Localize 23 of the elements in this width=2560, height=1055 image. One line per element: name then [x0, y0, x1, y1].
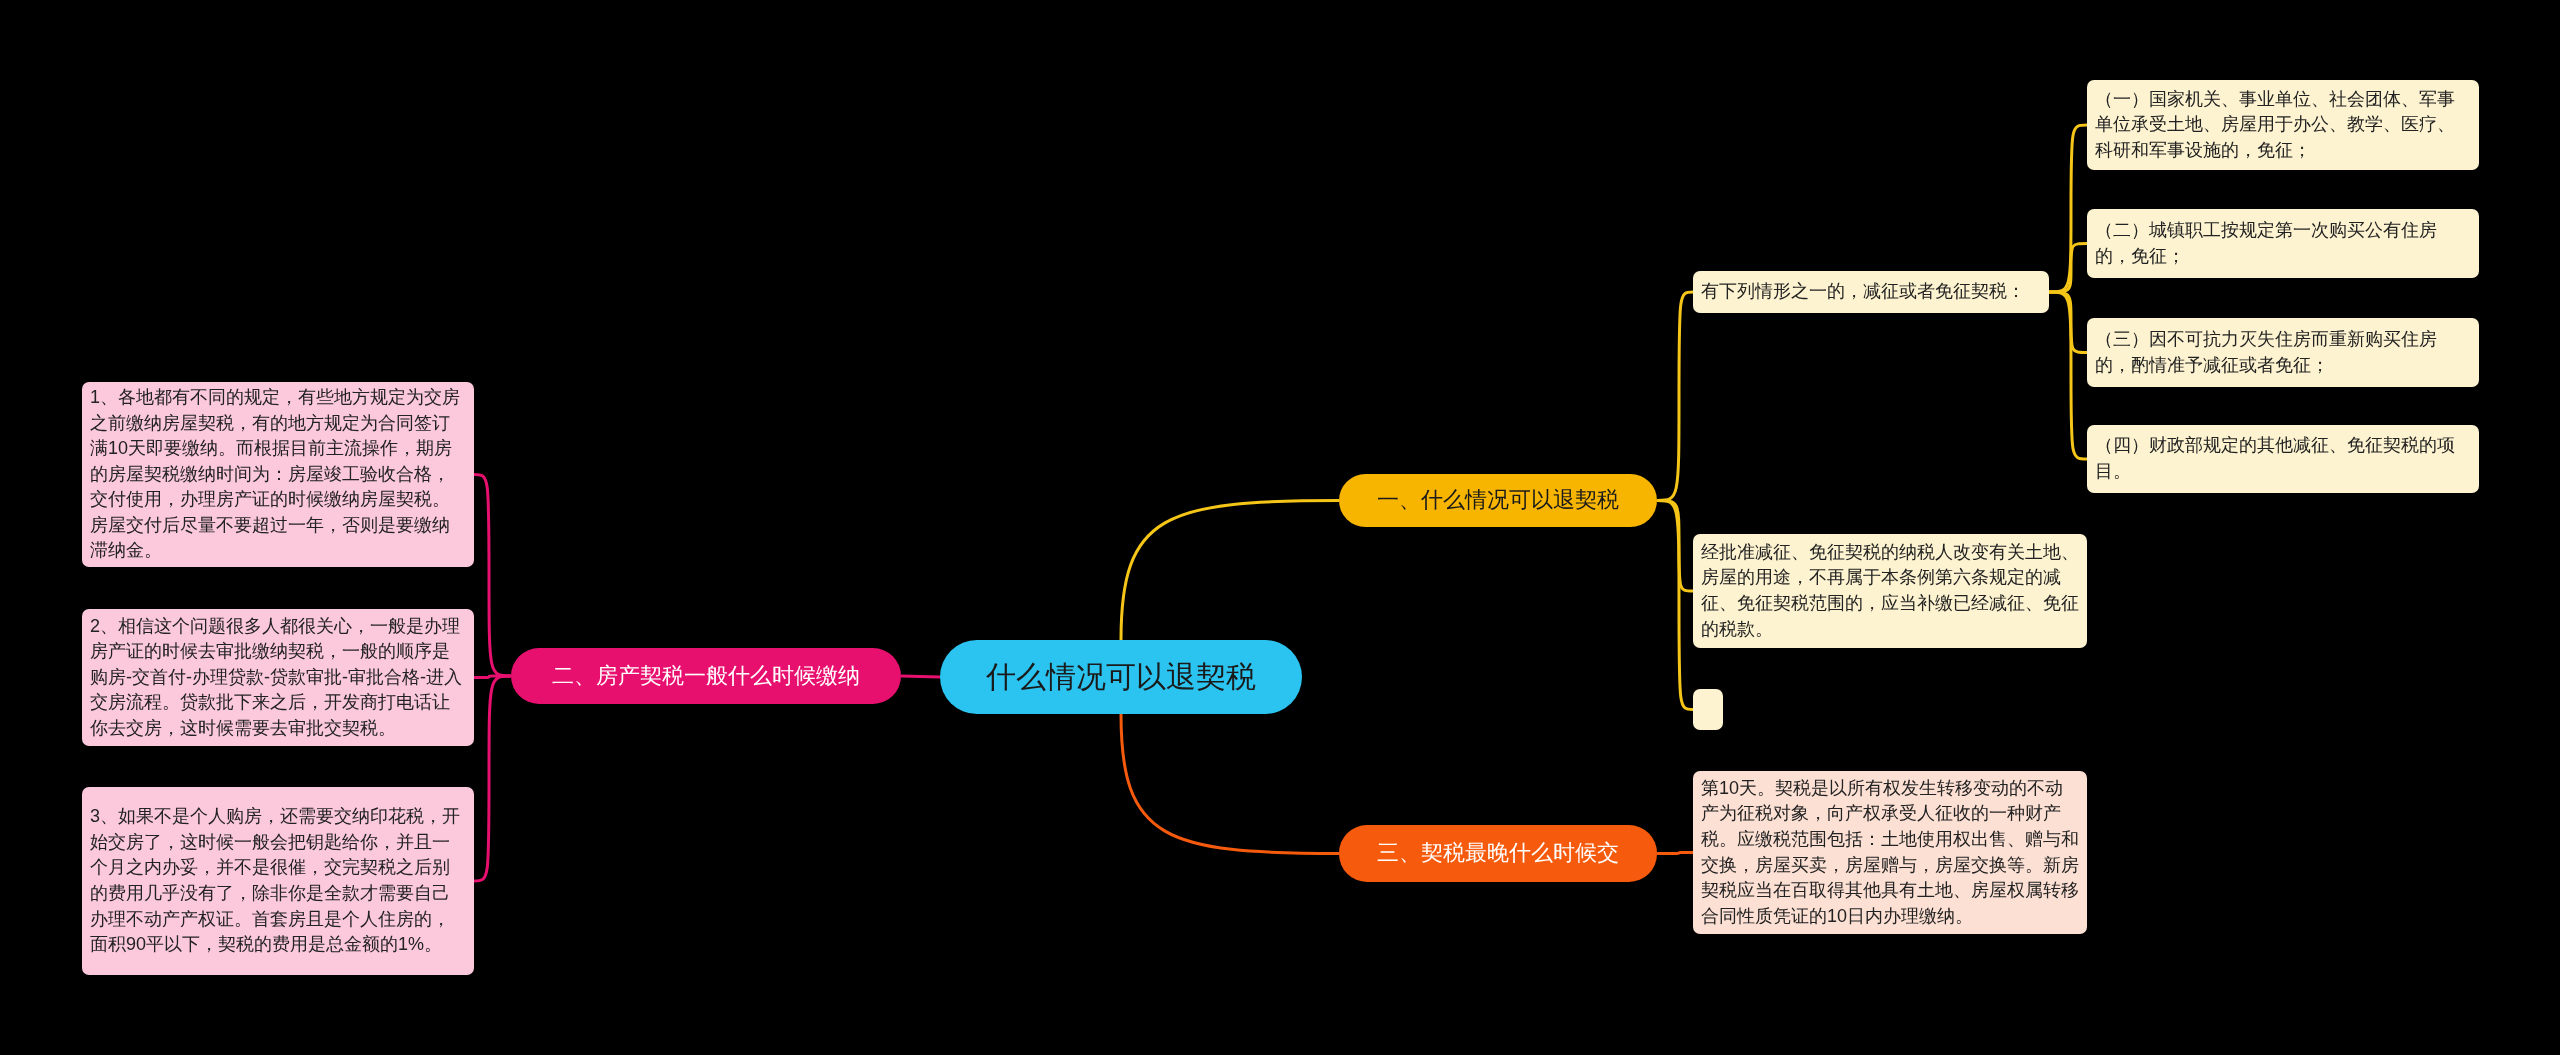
note-box: 2、相信这个问题很多人都很关心，一般是办理房产证的时候去审批缴纳契税，一般的顺序是购房-交首付-办理贷款-贷款审批-审批合格-进入交房流程。贷款批下来之后，开发商打电话让你去交房，这时候需要去审批交契税。 [82, 609, 474, 746]
note-box: 1、各地都有不同的规定，有些地方规定为交房之前缴纳房屋契税，有的地方规定为合同签订满10天即要缴纳。而根据目前主流操作，期房的房屋契税缴纳时间为：房屋竣工验收合格，交付使用，办理房产证的时候缴纳房屋契税。房屋交付后尽量不要超过一年，否则是要缴纳滞纳金。 [82, 382, 474, 567]
connector-line [1119, 713, 1339, 855]
connector-line [473, 674, 512, 883]
note-box: 第10天。契税是以所有权发生转移变动的不动产为征税对象，向产权承受人征收的一种财产税。应缴税范围包括：土地使用权出售、赠与和交换，房屋买卖，房屋赠与，房屋交换等。新房契税应当在百取得其他具有土地、房屋权属转移合同性质凭证的10日内办理缴纳。 [1693, 771, 2087, 934]
note-box: （四）财政部规定的其他减征、免征契税的项目。 [2087, 425, 2479, 493]
note-box: （一）国家机关、事业单位、社会团体、军事单位承受土地、房屋用于办公、教学、医疗、科研和军事设施的，免征； [2087, 80, 2479, 170]
note-box: （二）城镇职工按规定第一次购买公有住房的，免征； [2087, 209, 2479, 278]
branch-topic: 三、契税最晚什么时候交 [1339, 825, 1657, 882]
connector-line [2049, 242, 2087, 294]
connector-line [1119, 499, 1339, 641]
note-box: 经批准减征、免征契税的纳税人改变有关土地、房屋的用途，不再属于本条例第六条规定的减征、免征契税范围的，应当补缴已经减征、免征的税款。 [1693, 534, 2087, 648]
note-box: 3、如果不是个人购房，还需要交纳印花税，开始交房了，这时候一般会把钥匙给你，并且一个月之内办妥，并不是很催，交完契税之后别的费用几乎没有了，除非你是全款才需要自己办理不动产产权证。首套房且是个人住房的，面积90平以下，契税的费用是总金额的1%。 [82, 787, 474, 975]
empty-box [1693, 689, 1723, 730]
connector-line [900, 674, 941, 679]
connector-line [1657, 851, 1693, 855]
branch-topic: 二、房产契税一般什么时候缴纳 [511, 648, 901, 704]
connector-line [473, 473, 511, 678]
note-box: （三）因不可抗力灭失住房而重新购买住房的，酌情准予减征或者免征； [2087, 318, 2479, 387]
branch-topic: 一、什么情况可以退契税 [1339, 474, 1657, 527]
connector-line [1656, 499, 1694, 711]
central-topic: 什么情况可以退契税 [940, 640, 1302, 714]
note-box: 有下列情形之一的，减征或者免征契税： [1693, 271, 2049, 313]
